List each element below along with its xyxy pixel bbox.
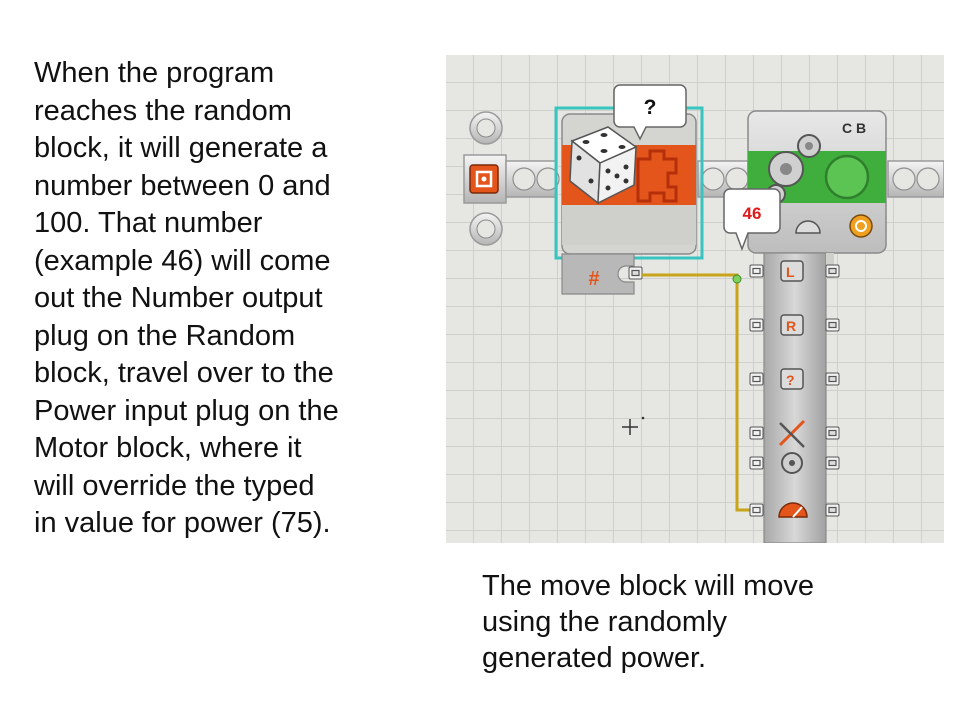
other-motor-label: ? [786,372,795,388]
program-canvas[interactable]: ? # C B [446,55,944,543]
power-icon [778,502,808,518]
port-label: C B [842,120,866,136]
other-motor-input-plug[interactable] [749,372,764,386]
explanation-text: When the program reaches the random bloc… [34,57,339,539]
wire-junction [732,274,742,284]
duration-icon [849,214,873,238]
right-motor-input-plug[interactable] [749,318,764,332]
left-motor-output-plug[interactable] [825,264,840,278]
steering-output-plug[interactable] [825,456,840,470]
number-plug-symbol: # [588,268,599,290]
right-motor-label: R [786,318,796,334]
random-data-hub: # [561,253,643,295]
summary-text: The move block will move using the rando… [482,570,814,674]
data-wire[interactable] [642,273,764,512]
right-motor-output-plug[interactable] [825,318,840,332]
steering-icon [781,452,803,474]
steering-input-plug[interactable] [749,456,764,470]
other-motor-output-plug[interactable] [825,372,840,386]
start-beam [463,111,507,246]
random-output-value: ? [644,96,657,119]
move-data-hub [763,252,834,543]
right-motor-icon [780,314,804,336]
move-input-bubble: 46 [723,188,781,252]
dice-icon [569,126,638,205]
power-input-plug[interactable] [749,503,764,517]
left-motor-input-plug[interactable] [749,264,764,278]
left-motor-icon [780,260,804,282]
speed-icon [795,220,821,234]
other-motor-icon [780,368,804,390]
direction-icon [778,419,806,448]
direction-input-plug[interactable] [749,426,764,440]
random-output-bubble: ? [613,84,687,141]
direction-output-plug[interactable] [825,426,840,440]
sequence-beam [505,160,944,198]
start-icon[interactable] [469,164,499,194]
left-motor-label: L [786,264,795,280]
number-output-plug[interactable] [628,266,643,280]
power-input-value: 46 [743,204,762,223]
crosshair-cursor-icon [622,416,645,435]
power-output-plug[interactable] [825,503,840,517]
